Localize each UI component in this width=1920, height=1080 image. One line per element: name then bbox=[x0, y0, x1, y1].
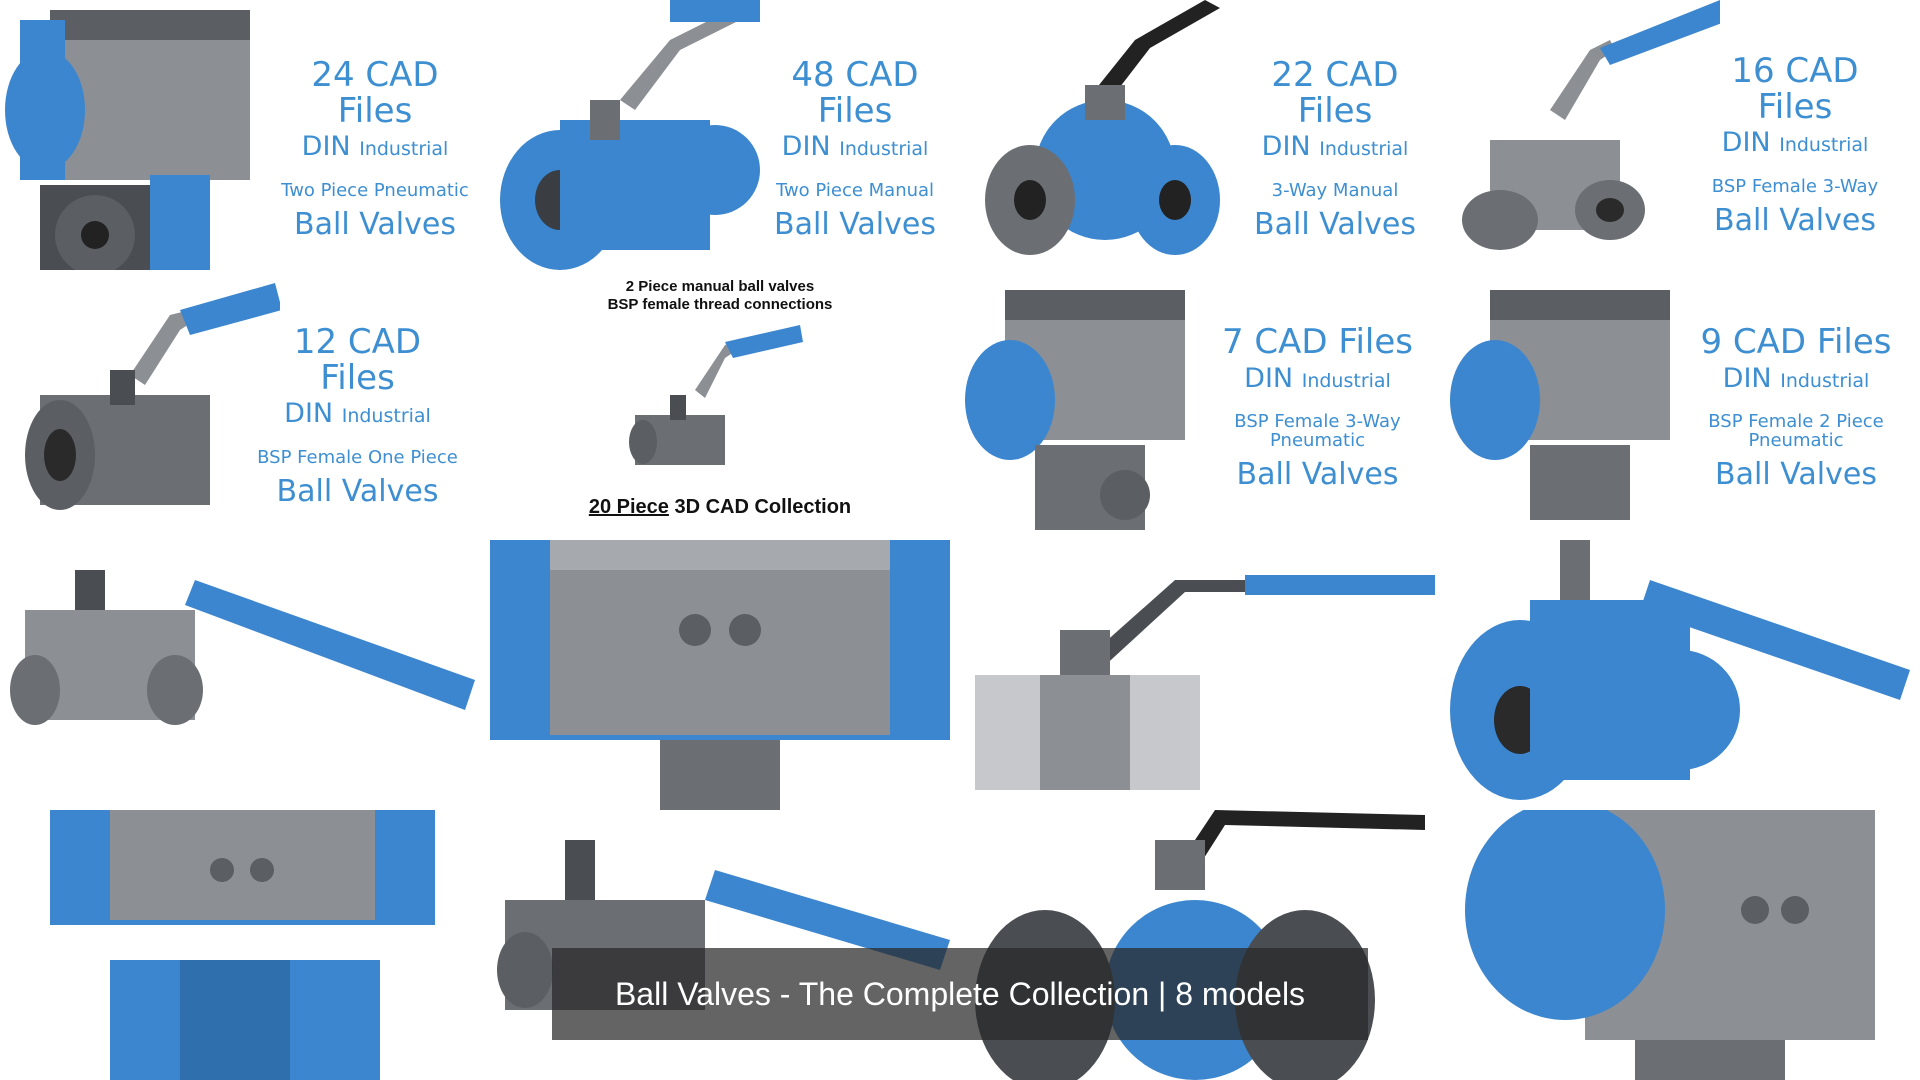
bsp-three-way-valve-image-4 bbox=[1450, 0, 1720, 270]
tile-caption-3: 22 CAD Files DIN Industrial 3-Way Manual… bbox=[1254, 55, 1416, 242]
pneumatic-three-way-valve-image-6 bbox=[965, 280, 1205, 540]
small-manual-valve-image bbox=[625, 320, 805, 490]
tile-caption-6: 7 CAD Files DIN Industrial BSP Female 3-… bbox=[1221, 322, 1414, 492]
tile-caption-7: 9 CAD Files DIN Industrial BSP Female 2 … bbox=[1700, 322, 1892, 492]
collection-description: 2 Piece manual ball valves BSP female th… bbox=[607, 278, 833, 313]
actuator-two-piece-valve-image bbox=[50, 810, 440, 1080]
tile-caption-5: 12 CAD Files DIN Industrial BSP Female O… bbox=[257, 322, 458, 509]
three-way-lever-valve-image bbox=[5, 560, 485, 750]
actuator-front-image bbox=[490, 540, 950, 810]
three-way-valve-image-3 bbox=[975, 0, 1235, 270]
manual-valve-image-2 bbox=[490, 0, 760, 270]
actuator-closeup-image bbox=[1465, 810, 1885, 1080]
tile-caption-4: 16 CAD Files DIN Industrial BSP Female 3… bbox=[1711, 51, 1879, 238]
collection-title-overlay: Ball Valves - The Complete Collection | … bbox=[552, 948, 1368, 1040]
tile-caption-2: 48 CAD Files DIN Industrial Two Piece Ma… bbox=[774, 55, 936, 242]
collection-heading: 20 Piece 3D CAD Collection bbox=[588, 496, 852, 518]
one-piece-lever-valve-image bbox=[975, 570, 1435, 795]
pneumatic-two-piece-valve-image-7 bbox=[1450, 280, 1690, 540]
tile-caption-1: 24 CAD Files DIN Industrial Two Piece Pn… bbox=[281, 55, 469, 242]
collection-title: Ball Valves - The Complete Collection | … bbox=[614, 975, 1306, 1012]
pneumatic-valve-image-1 bbox=[0, 0, 270, 270]
one-piece-valve-image-5 bbox=[20, 275, 280, 530]
flanged-two-piece-valve-image bbox=[1450, 540, 1920, 810]
